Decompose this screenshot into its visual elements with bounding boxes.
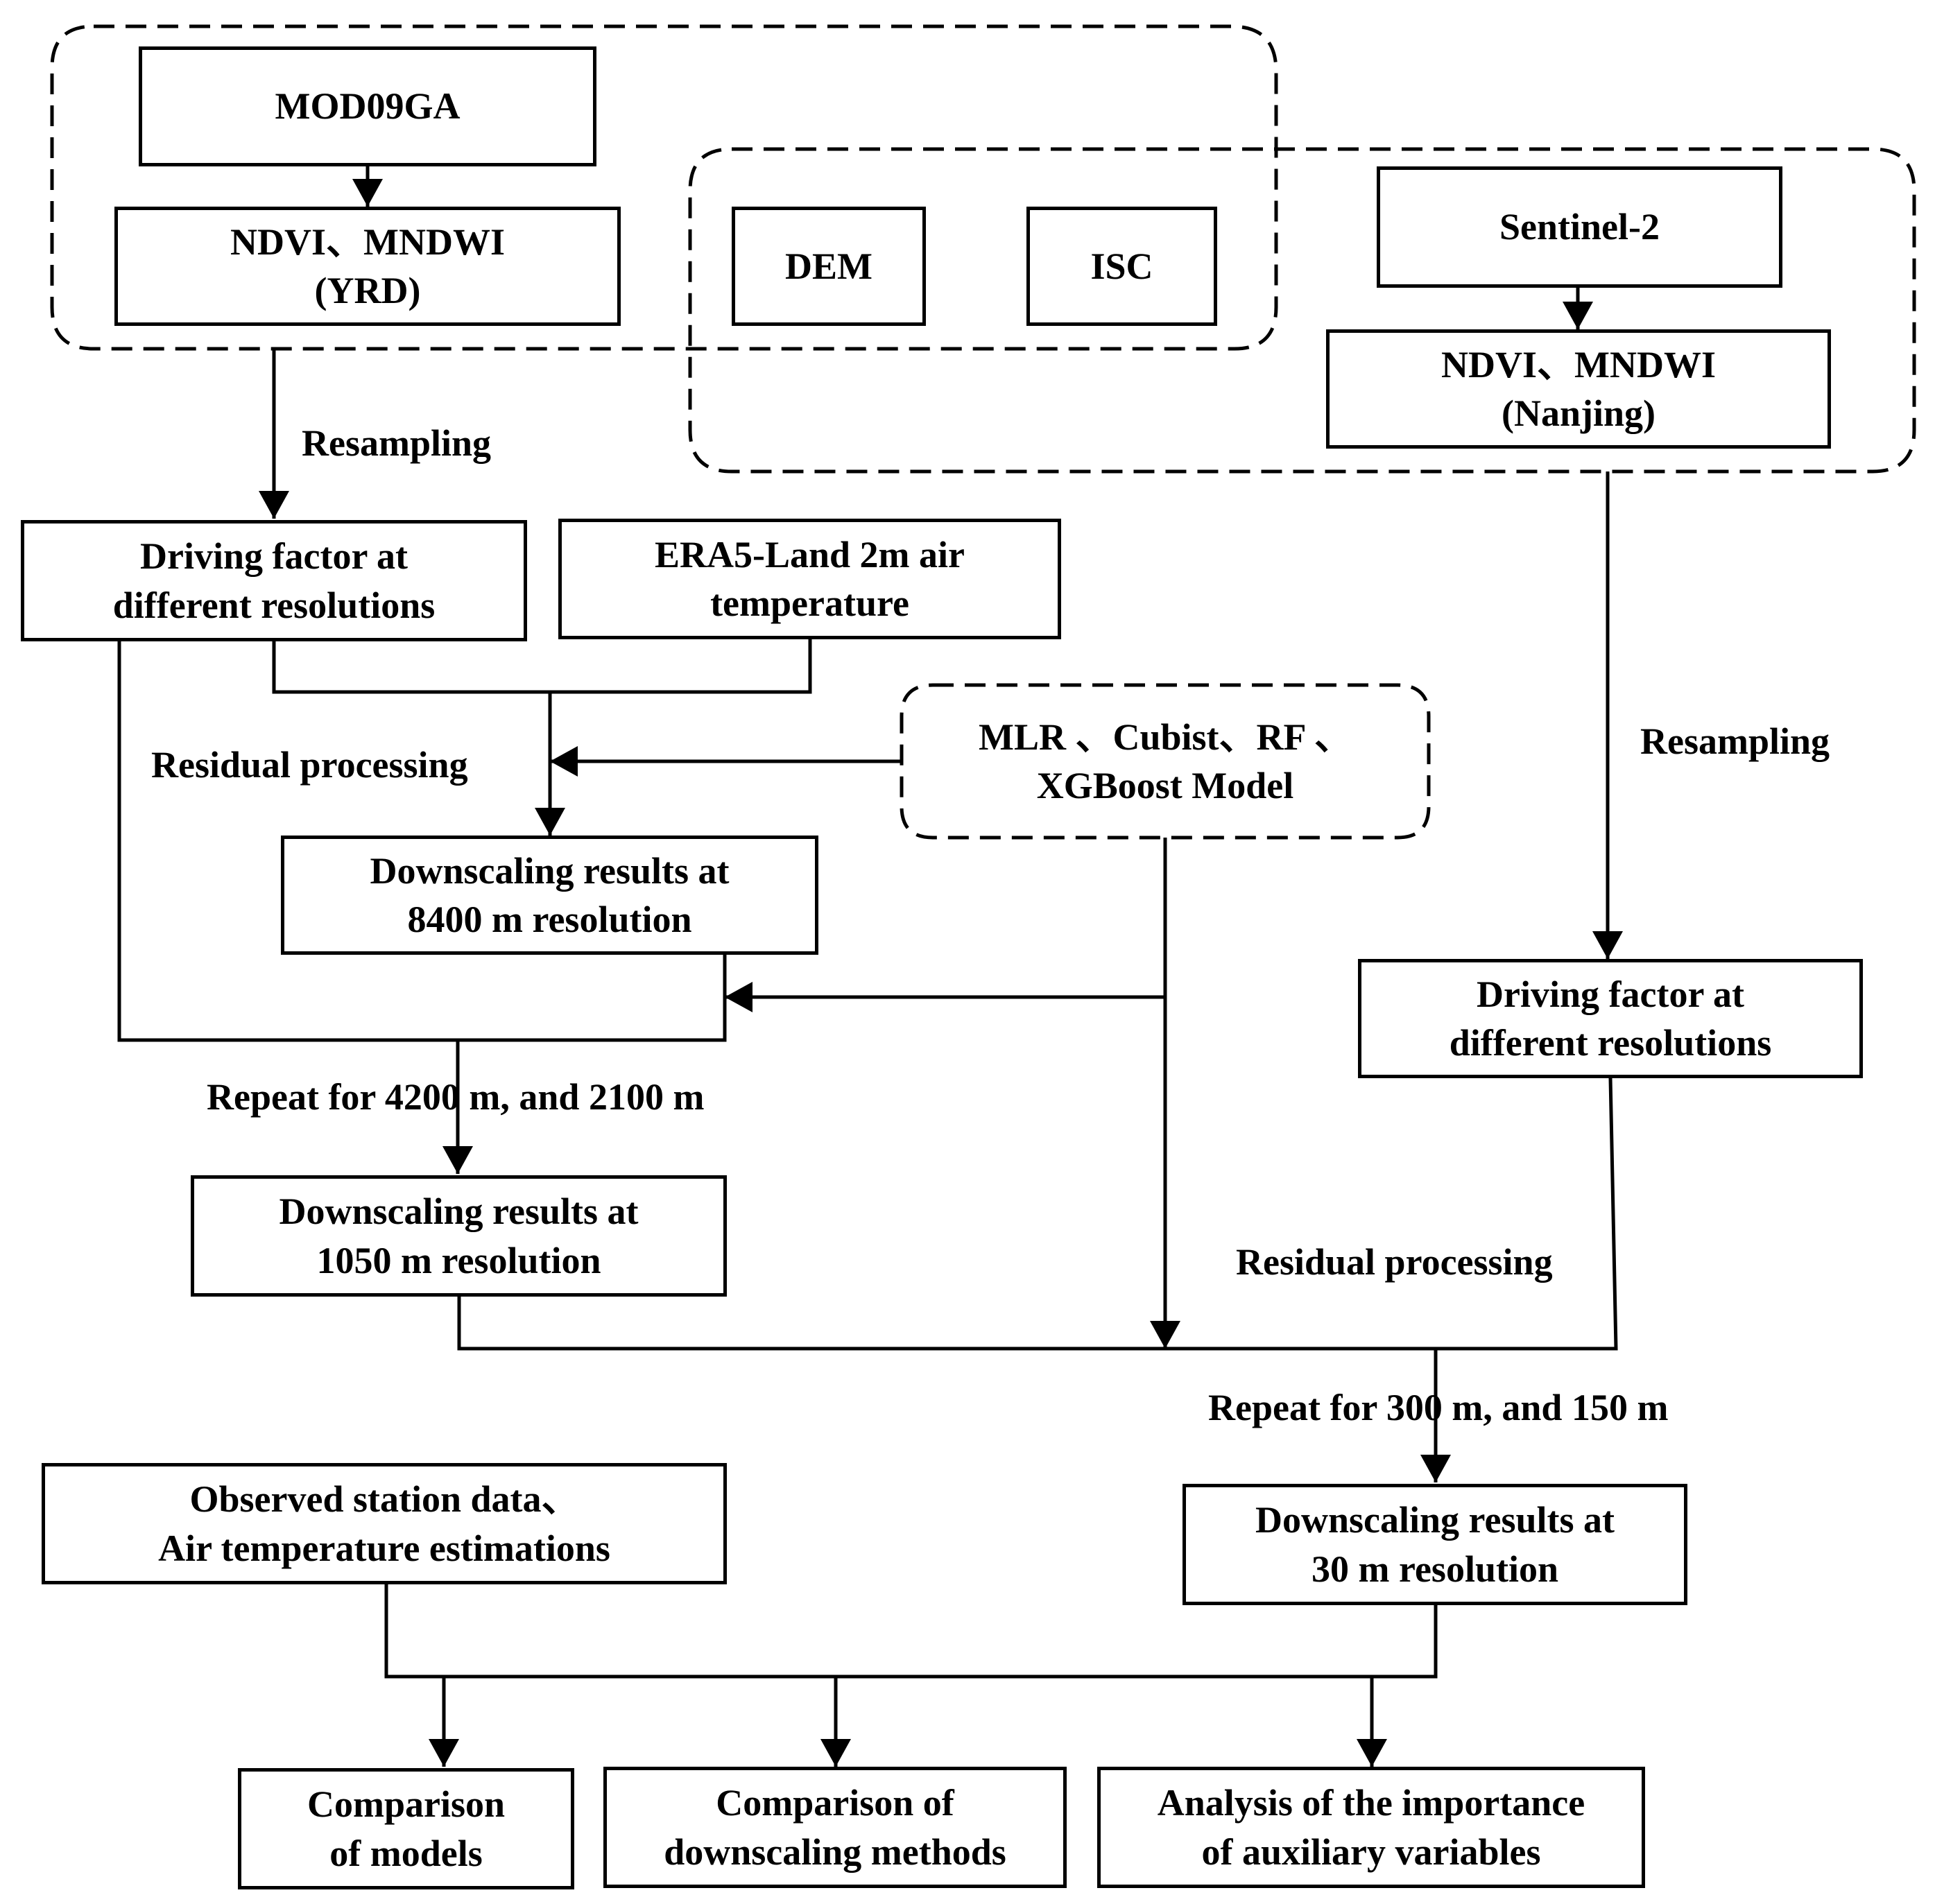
- observed-station-line2: Air temperature estimations: [158, 1527, 610, 1569]
- comparison-of-methods-box: Comparison of downscaling methods: [603, 1767, 1067, 1888]
- mod09ga-label: MOD09GA: [275, 85, 461, 128]
- downscaling-8400-line2: 8400 m resolution: [407, 899, 692, 940]
- downscaling-8400-line1: Downscaling results at: [370, 849, 730, 892]
- driving-factor-right-box: Driving factor at different resolutions: [1358, 959, 1863, 1078]
- mod09ga-box: MOD09GA: [139, 46, 596, 166]
- sentinel-2-box: Sentinel-2: [1377, 166, 1782, 288]
- analysis-importance-box: Analysis of the importance of auxiliary …: [1097, 1767, 1645, 1888]
- driving-factor-right-line2: different resolutions: [1449, 1022, 1772, 1064]
- driving-factor-left-line2: different resolutions: [112, 584, 436, 626]
- sentinel-2-label: Sentinel-2: [1499, 206, 1660, 248]
- comparison-of-methods-line2: downscaling methods: [664, 1831, 1006, 1873]
- models-group-text: MLR 、Cubist、RF 、 XGBoost Model: [902, 685, 1429, 838]
- resampling-right-label: Resampling: [1640, 720, 1830, 762]
- dem-box: DEM: [732, 207, 926, 326]
- comparison-of-models-line1: Comparison: [307, 1783, 506, 1826]
- residual-processing-right-label: Residual processing: [1236, 1241, 1553, 1283]
- comparison-of-models-line2: of models: [329, 1832, 483, 1874]
- repeat-300-label: Repeat for 300 m, and 150 m: [1208, 1387, 1669, 1428]
- ndvi-mndwi-nanjing-box: NDVI、MNDWI (Nanjing): [1326, 329, 1831, 449]
- models-line2: XGBoost Model: [1036, 765, 1294, 806]
- downscaling-30-box: Downscaling results at 30 m resolution: [1182, 1484, 1687, 1605]
- isc-box: ISC: [1026, 207, 1217, 326]
- models-line1: MLR 、Cubist、RF 、: [978, 716, 1352, 758]
- ndvi-mndwi-yrd-line2: (YRD): [314, 270, 421, 311]
- downscaling-8400-box: Downscaling results at 8400 m resolution: [281, 836, 818, 955]
- modis-group-outline: [50, 24, 1278, 351]
- dem-label: DEM: [785, 245, 872, 287]
- merge-final: [384, 1584, 1438, 1679]
- static-group-outline: [688, 147, 1916, 474]
- observed-station-box: Observed station data、 Air temperature e…: [42, 1463, 727, 1584]
- downscaling-30-line2: 30 m resolution: [1311, 1548, 1558, 1590]
- analysis-importance-line2: of auxiliary variables: [1201, 1831, 1541, 1873]
- repeat-4200-label: Repeat for 4200 m, and 2100 m: [207, 1076, 705, 1118]
- analysis-importance-line1: Analysis of the importance: [1157, 1782, 1585, 1824]
- ndvi-mndwi-nanjing-line1: NDVI、MNDWI: [1441, 343, 1716, 386]
- resampling-left-label: Resampling: [302, 422, 492, 464]
- downscaling-1050-line1: Downscaling results at: [279, 1191, 639, 1233]
- ndvi-mndwi-yrd-box: NDVI、MNDWI (YRD): [114, 207, 621, 326]
- driving-factor-left-box: Driving factor at different resolutions: [21, 520, 527, 641]
- merge-driving-era5: [272, 639, 812, 694]
- downscaling-30-line1: Downscaling results at: [1255, 1499, 1615, 1541]
- driving-factor-right-line1: Driving factor at: [1477, 973, 1744, 1015]
- downscaling-1050-box: Downscaling results at 1050 m resolution: [191, 1175, 727, 1297]
- comparison-of-methods-line1: Comparison of: [716, 1782, 954, 1824]
- era5-land-line1: ERA5-Land 2m air: [654, 533, 965, 575]
- ndvi-mndwi-yrd-line1: NDVI、MNDWI: [230, 220, 505, 263]
- downscaling-1050-line2: 1050 m resolution: [316, 1239, 601, 1281]
- isc-label: ISC: [1090, 245, 1153, 287]
- ndvi-mndwi-nanjing-line2: (Nanjing): [1501, 392, 1656, 434]
- models-group-outline: [900, 683, 1431, 840]
- era5-land-box: ERA5-Land 2m air temperature: [558, 519, 1061, 639]
- merge-1050-right: [457, 1078, 1618, 1351]
- era5-land-line2: temperature: [710, 582, 909, 624]
- comparison-of-models-box: Comparison of models: [238, 1768, 574, 1889]
- observed-station-line1: Observed station data、: [189, 1478, 579, 1521]
- residual-processing-left-label: Residual processing: [151, 744, 468, 786]
- driving-factor-left-line1: Driving factor at: [140, 535, 408, 578]
